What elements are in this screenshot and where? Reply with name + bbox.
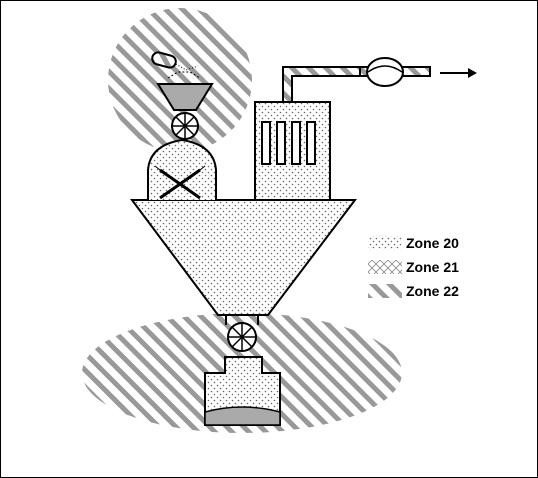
outlet-neck (225, 315, 259, 325)
receiving-container (204, 356, 281, 426)
legend-item-zone20: Zone 20 (368, 235, 459, 251)
legend-label: Zone 21 (406, 259, 459, 275)
rotary-valve-icon (227, 322, 257, 352)
zone22-area-top (108, 8, 252, 152)
rotary-valve-icon (171, 112, 199, 140)
feed-hopper (156, 83, 214, 111)
legend-label: Zone 22 (406, 283, 459, 299)
legend-item-zone21: Zone 21 (368, 259, 459, 275)
legend-label: Zone 20 (406, 235, 459, 251)
legend-item-zone22: Zone 22 (368, 283, 459, 299)
cone-vessel (130, 199, 358, 316)
mixing-chamber (147, 138, 217, 200)
fan-icon (366, 57, 404, 87)
exhaust-duct (282, 66, 431, 104)
arrow-right-icon (440, 68, 477, 78)
mixer-cross-icon (154, 165, 206, 200)
filter-housing (254, 101, 331, 201)
feed-bag (151, 51, 199, 71)
legend: Zone 20 Zone 21 Zone 22 (368, 235, 459, 299)
